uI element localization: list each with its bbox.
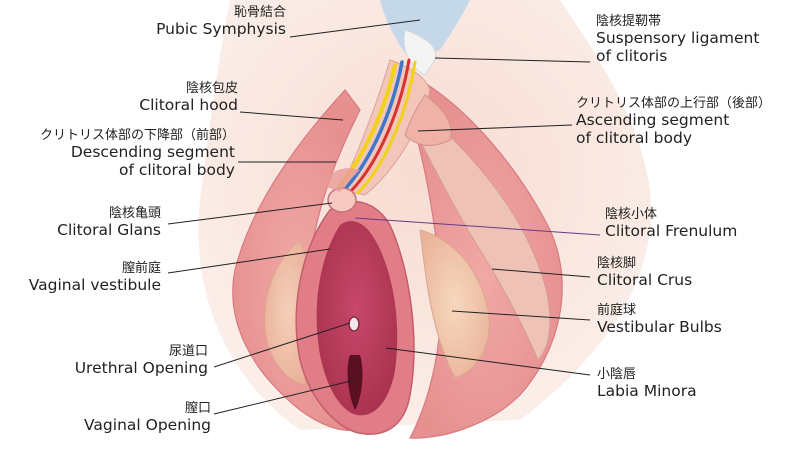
label-clitoral-frenulum: 陰核小体 Clitoral Frenulum bbox=[605, 207, 738, 241]
label-clitoral-glans: 陰核亀頭 Clitoral Glans bbox=[57, 206, 161, 240]
label-labia-minora-en: Labia Minora bbox=[597, 381, 697, 400]
label-vaginal-vestibule: 膣前庭 Vaginal vestibule bbox=[28, 261, 161, 295]
leader-labia-minora bbox=[385, 347, 591, 376]
leader-suspensory-ligament bbox=[434, 57, 591, 63]
label-labia-minora-jp: 小陰唇 bbox=[597, 367, 637, 382]
label-pubic-symphysis-en: Pubic Symphysis bbox=[156, 19, 286, 38]
label-ascending-segment: クリトリス体部の上行部（後部） Ascending segment of cli… bbox=[576, 96, 772, 148]
label-urethral-opening: 尿道口 Urethral Opening bbox=[74, 344, 208, 378]
label-suspensory-ligament-jp: 陰核提靭帯 bbox=[596, 14, 662, 29]
leader-vaginal-vestibule bbox=[167, 248, 331, 274]
leader-clitoral-crus bbox=[491, 268, 591, 278]
label-suspensory-ligament: 陰核提靭帯 Suspensory ligament of clitoris bbox=[596, 14, 760, 66]
label-vaginal-opening-en: Vaginal Opening bbox=[84, 415, 211, 434]
label-descending-segment: クリトリス体部の下降部（前部） Descending segment of cl… bbox=[39, 128, 235, 180]
label-pubic-symphysis-jp: 恥骨結合 bbox=[233, 5, 286, 20]
label-clitoral-glans-jp: 陰核亀頭 bbox=[108, 206, 161, 221]
label-clitoral-hood-en: Clitoral hood bbox=[139, 95, 238, 114]
leader-clitoral-hood bbox=[239, 111, 344, 121]
label-clitoral-crus: 陰核脚 Clitoral Crus bbox=[597, 256, 693, 290]
suspensory-ligament-shape bbox=[403, 29, 437, 76]
leader-vestibular-bulbs bbox=[451, 310, 591, 321]
clitoral-hood-shape bbox=[322, 168, 360, 192]
leader-lines bbox=[167, 19, 601, 415]
ascending-segment-shape bbox=[404, 94, 452, 146]
label-descending-segment-en: Descending segment bbox=[70, 142, 235, 161]
leader-ascending-segment bbox=[417, 124, 573, 132]
label-suspensory-ligament-en: Suspensory ligament bbox=[596, 28, 760, 47]
label-clitoral-frenulum-en: Clitoral Frenulum bbox=[605, 221, 738, 240]
label-ascending-segment-en2: of clitoral body bbox=[576, 128, 693, 147]
label-vaginal-vestibule-jp: 膣前庭 bbox=[121, 261, 161, 276]
label-clitoral-frenulum-jp: 陰核小体 bbox=[605, 207, 658, 222]
label-pubic-symphysis: 恥骨結合 Pubic Symphysis bbox=[156, 5, 286, 39]
label-clitoral-glans-en: Clitoral Glans bbox=[57, 220, 161, 239]
label-ascending-segment-jp: クリトリス体部の上行部（後部） bbox=[576, 96, 772, 111]
label-vestibular-bulbs-jp: 前庭球 bbox=[597, 303, 637, 318]
dorsal-artery bbox=[350, 58, 411, 192]
label-vestibular-bulbs: 前庭球 Vestibular Bulbs bbox=[597, 303, 722, 337]
leader-vaginal-opening bbox=[213, 379, 356, 415]
vestibular-bulb-right bbox=[419, 229, 490, 379]
leader-clitoral-glans bbox=[167, 202, 333, 225]
clitoral-glans-shape bbox=[327, 187, 357, 213]
label-descending-segment-en2: of clitoral body bbox=[118, 160, 235, 179]
vaginal-opening-shape bbox=[347, 355, 363, 410]
clitoral-crus-shape bbox=[411, 109, 551, 361]
pubic-symphysis-shape bbox=[380, 0, 470, 60]
label-labia-minora: 小陰唇 Labia Minora bbox=[597, 367, 697, 401]
label-clitoral-crus-jp: 陰核脚 bbox=[597, 256, 637, 271]
urethral-opening-shape bbox=[348, 316, 360, 332]
label-clitoral-hood-jp: 陰核包皮 bbox=[185, 81, 238, 96]
label-urethral-opening-jp: 尿道口 bbox=[168, 344, 208, 359]
label-clitoral-crus-en: Clitoral Crus bbox=[597, 270, 693, 289]
label-vaginal-vestibule-en: Vaginal vestibule bbox=[28, 275, 161, 294]
leader-pubic-symphysis bbox=[289, 19, 421, 38]
label-vestibular-bulbs-en: Vestibular Bulbs bbox=[597, 317, 722, 336]
label-vaginal-opening: 膣口 Vaginal Opening bbox=[84, 401, 211, 435]
label-ascending-segment-en: Ascending segment bbox=[576, 110, 730, 129]
label-descending-segment-jp: クリトリス体部の下降部（前部） bbox=[39, 128, 235, 143]
label-urethral-opening-en: Urethral Opening bbox=[74, 358, 208, 377]
dorsal-nerve-2 bbox=[356, 60, 417, 195]
label-vaginal-opening-jp: 膣口 bbox=[184, 401, 211, 416]
leader-urethral-opening bbox=[213, 322, 351, 368]
label-suspensory-ligament-en2: of clitoris bbox=[596, 46, 668, 65]
leader-clitoral-frenulum bbox=[354, 217, 601, 236]
dorsal-vein bbox=[344, 60, 404, 190]
label-clitoral-hood: 陰核包皮 Clitoral hood bbox=[139, 81, 238, 115]
